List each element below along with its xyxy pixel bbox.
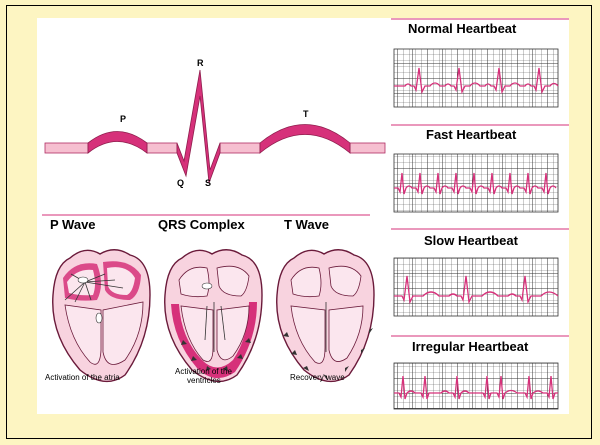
s-label: S <box>205 178 211 188</box>
irregular-heartbeat-title: Irregular Heartbeat <box>412 339 529 354</box>
p-wave-caption: Activation of the atria <box>45 373 120 382</box>
baseline-segment <box>350 143 385 153</box>
heart-atria-diagram <box>53 250 150 382</box>
normal-heartbeat-title: Normal Heartbeat <box>408 21 517 36</box>
slow-heartbeat-title: Slow Heartbeat <box>424 233 519 248</box>
baseline-segment <box>147 143 177 153</box>
heartbeat-diagram: P R Q S T P Wave QRS Complex T Wave Acti… <box>37 18 569 414</box>
baseline-segment <box>220 143 260 153</box>
qrs-shape <box>177 70 220 183</box>
t-wave-shape <box>260 125 350 154</box>
qrs-caption-line2: ventricles <box>187 376 221 385</box>
fast-heartbeat-title: Fast Heartbeat <box>426 127 517 142</box>
r-label: R <box>197 58 204 68</box>
t-label: T <box>303 109 309 119</box>
qrs-title: QRS Complex <box>158 217 245 232</box>
p-wave-shape <box>88 132 147 154</box>
qrs-caption-line1: Activation of the <box>175 367 232 376</box>
p-wave-title: P Wave <box>50 217 96 232</box>
ecg-complex: P R Q S T <box>45 58 385 188</box>
q-label: Q <box>177 178 184 188</box>
heart-ventricles-diagram <box>165 250 262 382</box>
rhythm-strips: Normal Heartbeat Fast Heartbeat Slow Hea… <box>391 19 569 409</box>
baseline-segment <box>45 143 88 153</box>
p-label: P <box>120 114 126 124</box>
t-wave-caption: Recovery wave <box>290 373 345 382</box>
heart-recovery-diagram <box>277 250 374 382</box>
diagram-panel: P R Q S T P Wave QRS Complex T Wave Acti… <box>37 18 569 414</box>
t-wave-title: T Wave <box>284 217 329 232</box>
